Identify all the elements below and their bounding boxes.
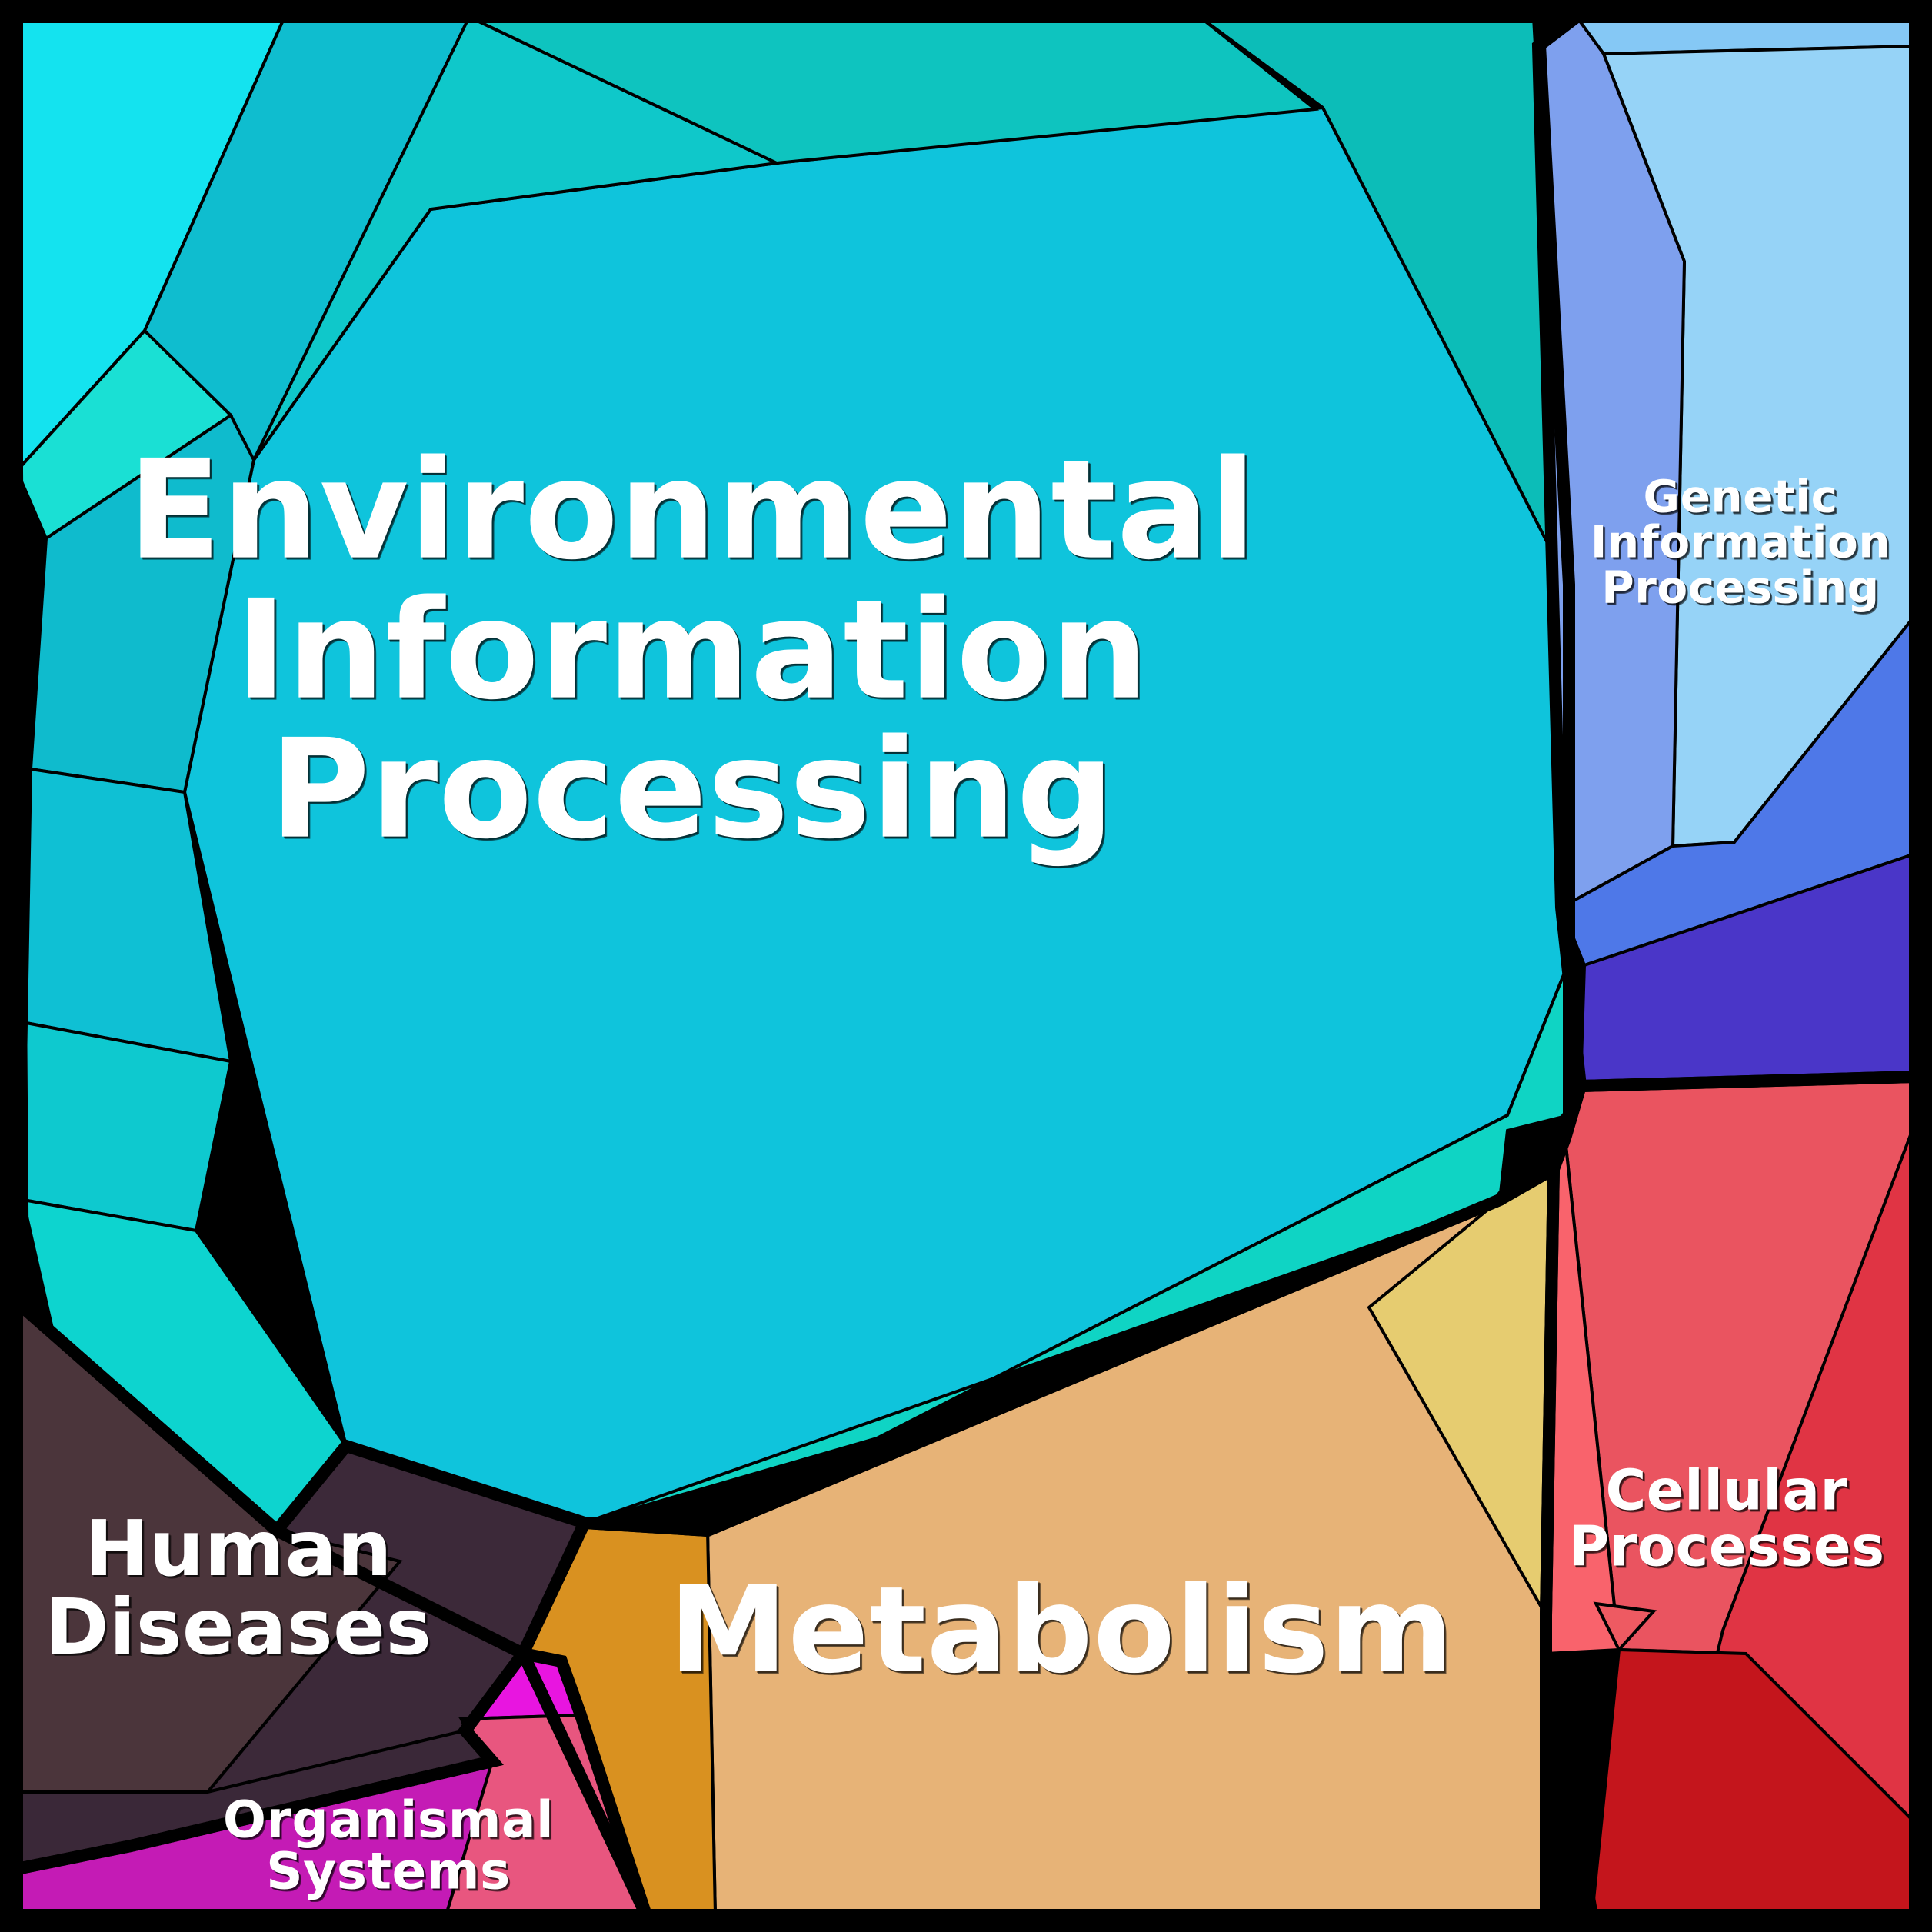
group-environmental-information-processing[interactable]	[13, 15, 1571, 1533]
subcell-layer	[13, 15, 1917, 1918]
voronoi-cell-eip-left-lower[interactable]	[21, 1021, 233, 1233]
group-cellular-processes[interactable]	[1544, 1074, 1917, 1918]
group-genetic-information-processing[interactable]	[1536, 15, 1917, 1088]
group-metabolism[interactable]	[521, 1166, 1556, 1917]
voronoi-cell-eip-left-upper[interactable]	[28, 413, 256, 794]
voronoi-cell-cp-tiny-top[interactable]	[1593, 1601, 1657, 1653]
